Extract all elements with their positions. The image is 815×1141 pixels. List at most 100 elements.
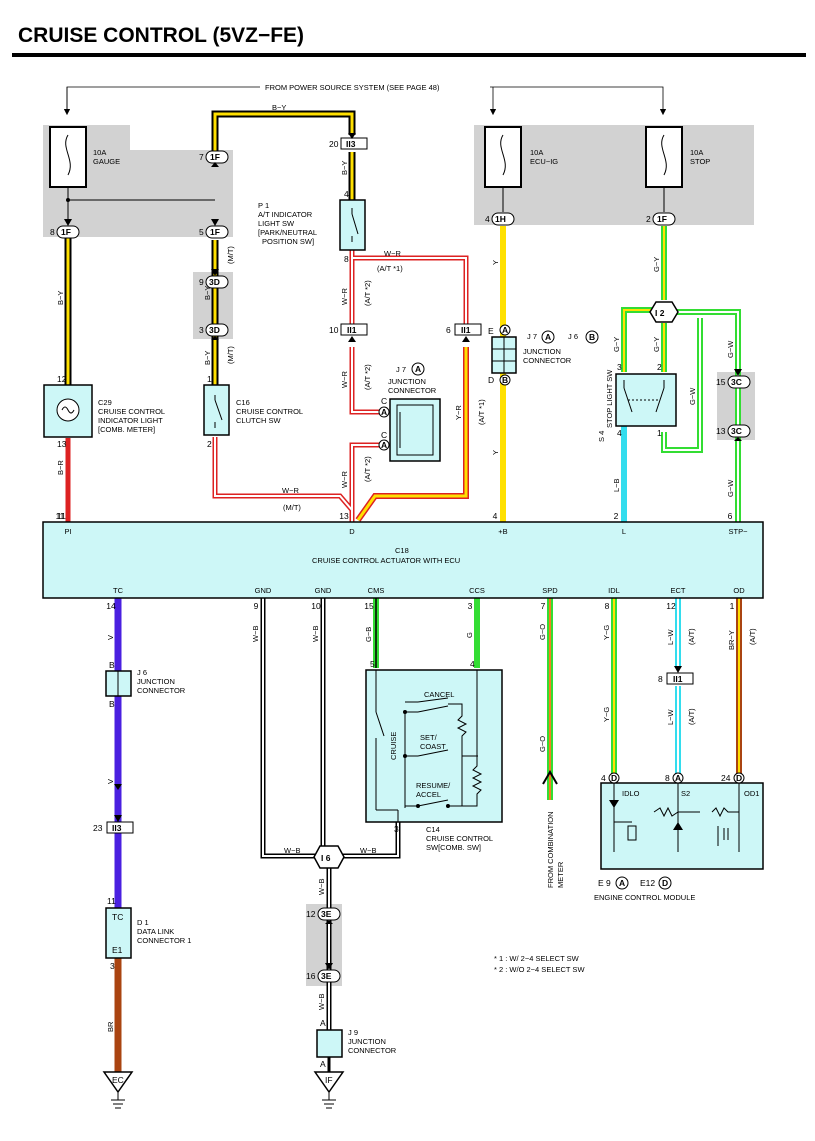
svg-text:* 2 : W/O 2−4 SELECT SW: * 2 : W/O 2−4 SELECT SW [494,965,585,974]
c18-terminal-name: ECT [671,586,686,595]
svg-text:Y−G: Y−G [602,707,611,722]
svg-text:(A/T *1): (A/T *1) [377,264,403,273]
svg-text:TC: TC [112,912,123,922]
svg-text:8: 8 [50,227,55,237]
svg-text:E1: E1 [112,945,123,955]
svg-text:(M/T): (M/T) [226,346,235,364]
svg-text:W−R: W−R [384,249,401,258]
svg-text:(M/T): (M/T) [226,246,235,264]
c18-terminal-name: OD [733,586,745,595]
svg-text:JUNCTION: JUNCTION [137,677,175,686]
svg-text:DATA LINK: DATA LINK [137,927,174,936]
svg-text:II3: II3 [112,823,122,833]
wire-arrows [64,133,742,970]
fuse-ecu-ig: 10A ECU−IG [484,126,558,212]
svg-text:IDLO: IDLO [622,789,640,798]
svg-text:(A/T): (A/T) [687,708,696,725]
svg-text:A: A [619,878,625,888]
c18-pin: 12 [666,601,676,611]
svg-text:B−Y: B−Y [340,161,349,175]
c18-terminal-name: CMS [368,586,385,595]
svg-text:G−O: G−O [538,624,547,640]
svg-text:BR: BR [106,1021,115,1032]
svg-text:A: A [320,1059,326,1069]
svg-text:[COMB. METER]: [COMB. METER] [98,425,155,434]
svg-text:W−R: W−R [340,471,349,488]
svg-text:12: 12 [57,374,67,384]
svg-text:8: 8 [344,254,349,264]
svg-text:II1: II1 [347,325,357,335]
svg-text:STOP LIGHT SW: STOP LIGHT SW [605,369,614,428]
svg-text:I 2: I 2 [655,308,665,318]
svg-text:Y: Y [491,450,500,455]
svg-text:CONNECTOR: CONNECTOR [137,686,186,695]
svg-text:B−R: B−R [56,460,65,475]
svg-text:B−Y: B−Y [203,286,212,300]
c18-terminal-name: GND [255,586,272,595]
j6-junction-connector: B B J 6 JUNCTION CONNECTOR [105,660,186,709]
svg-text:1F: 1F [61,227,71,237]
svg-text:D: D [611,773,617,783]
svg-text:SW[COMB. SW]: SW[COMB. SW] [426,843,481,852]
svg-text:G−O: G−O [538,736,547,752]
connector-1f-8: 1F 8 [50,225,80,239]
c18-terminal-name: CCS [469,586,485,595]
svg-text:CANCEL: CANCEL [424,690,454,699]
c18-pin: 14 [106,601,116,611]
svg-text:METER: METER [556,861,565,888]
svg-text:W−B: W−B [251,626,260,642]
svg-text:A: A [545,332,551,342]
svg-text:B: B [109,699,115,709]
svg-text:JUNCTION: JUNCTION [388,377,426,386]
svg-text:G−W: G−W [688,387,697,405]
fuse-gauge: 10A GAUGE [49,126,215,220]
power-source: FROM POWER SOURCE SYSTEM (SEE PAGE 48) [63,82,667,116]
svg-text:G−W: G−W [726,340,735,358]
svg-text:(M/T): (M/T) [283,503,301,512]
svg-text:CRUISE CONTROL ACTUATOR WITH E: CRUISE CONTROL ACTUATOR WITH ECU [312,556,460,565]
svg-text:J 7: J 7 [396,365,406,374]
svg-text:C18: C18 [395,546,409,555]
svg-text:IF: IF [325,1075,333,1085]
svg-text:(A/T): (A/T) [748,628,757,645]
connector-1f-5: 1F5 [199,225,229,239]
svg-text:V: V [106,779,115,784]
j9-junction-connector: A A J 9 JUNCTION CONNECTOR [316,1018,397,1072]
svg-text:3C: 3C [731,377,742,387]
svg-text:3: 3 [110,961,115,971]
c18-pin: 1 [730,601,735,611]
c18-pin: 11 [56,511,65,521]
svg-text:8: 8 [658,674,663,684]
c18-pin: 10 [311,601,321,611]
svg-text:L−B: L−B [612,478,621,492]
svg-text:B−Y: B−Y [56,291,65,305]
svg-text:(A/T *2): (A/T *2) [363,280,372,306]
svg-text:C14: C14 [426,825,440,834]
svg-text:CRUISE: CRUISE [389,732,398,760]
svg-text:12: 12 [306,909,316,919]
fuse-ecu-name: ECU−IG [530,157,558,166]
svg-text:S2: S2 [681,789,690,798]
svg-text:G−B: G−B [364,627,373,642]
svg-text:G−W: G−W [726,479,735,497]
svg-text:CONNECTOR: CONNECTOR [523,356,572,365]
svg-text:I 6: I 6 [321,853,331,863]
svg-text:3: 3 [617,362,622,372]
c14-cruise-control-switch: 5 4 3 CRUISE CANCEL SET/ COAST RESUME/ A… [365,659,503,852]
svg-text:* 1 : W/ 2−4 SELECT SW: * 1 : W/ 2−4 SELECT SW [494,954,580,963]
svg-text:A: A [320,1018,326,1028]
svg-text:S 4: S 4 [597,431,606,442]
c18-terminal-name: D [349,527,355,536]
svg-text:3: 3 [394,824,399,834]
svg-text:4: 4 [601,773,606,783]
svg-text:7: 7 [199,152,204,162]
svg-text:1: 1 [657,428,662,438]
svg-text:W−R: W−R [340,371,349,388]
s4-stop-light-switch: 3 2 4 1 S 4 STOP LIGHT SW [597,362,677,442]
d1-data-link-connector: TC E1 11 3 D 1 DATA LINK CONNECTOR 1 [105,896,191,971]
svg-text:J 7: J 7 [527,332,537,341]
